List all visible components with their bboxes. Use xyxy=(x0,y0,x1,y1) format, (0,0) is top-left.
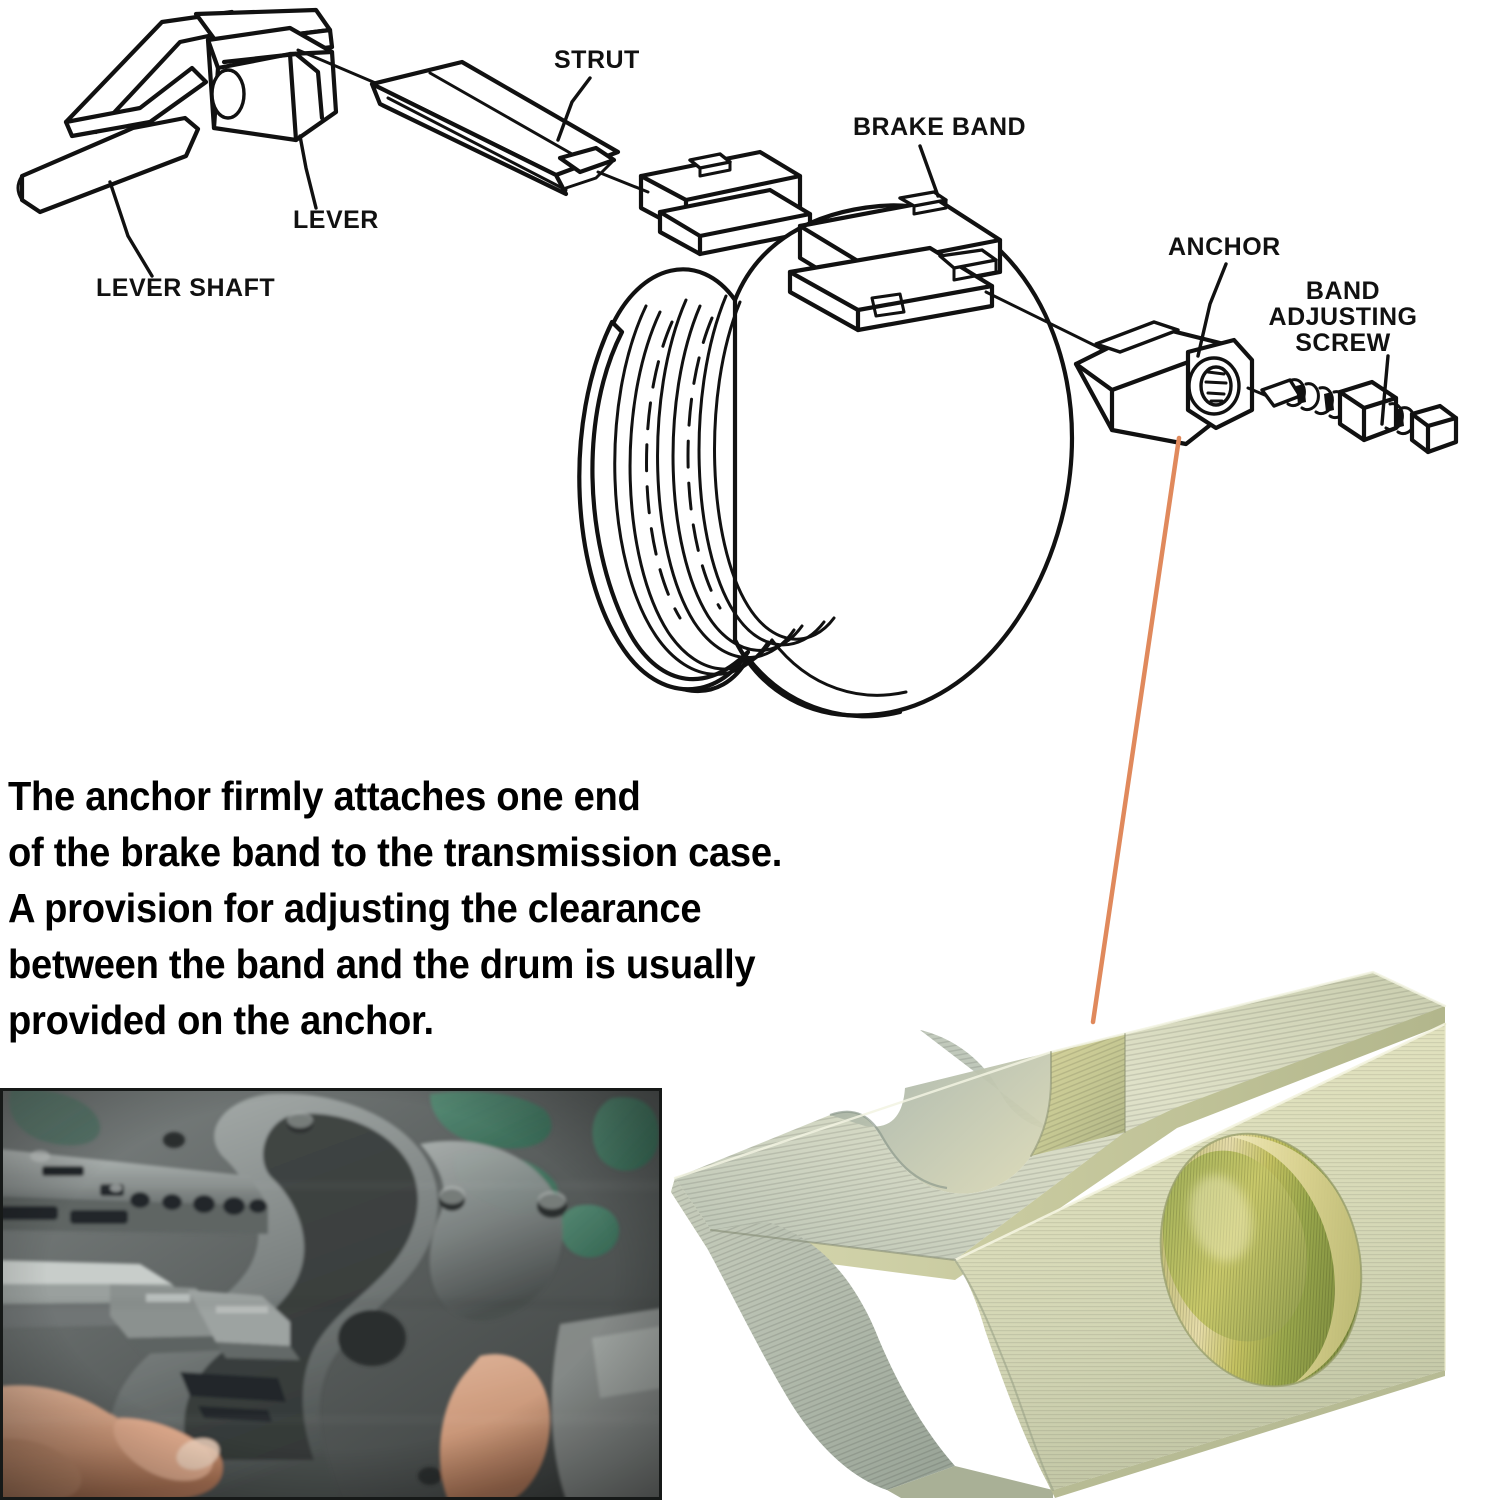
diagram-label-lever-shaft: LEVER SHAFT xyxy=(96,274,275,302)
diagram-label-band-3: SCREW xyxy=(1295,329,1391,357)
anchor-3d-render xyxy=(655,930,1491,1500)
anchor-part xyxy=(1073,320,1255,447)
strut-part xyxy=(369,59,621,197)
caption-text: The anchor firmly attaches one end of th… xyxy=(8,773,783,1043)
diagram-label-brake-band: BRAKE BAND xyxy=(853,113,1026,141)
diagram-label-anchor: ANCHOR xyxy=(1168,233,1281,261)
anchor-bottom-sliver xyxy=(887,1370,1445,1498)
transmission-case-photo xyxy=(0,1088,662,1500)
brake-band-exploded-diagram: STRUT BRAKE BAND LEVER LEVER SHAFT ANCHO… xyxy=(16,7,1459,719)
anchor-edge-highlights xyxy=(673,970,1447,1491)
lever-shaft-part xyxy=(16,115,201,215)
anchor-saddle-notch xyxy=(829,1052,1051,1194)
anchor-step-riser xyxy=(1031,1034,1125,1156)
lever-part xyxy=(63,7,339,143)
band-adjusting-screw-part xyxy=(1246,378,1459,455)
diagram-leader-lines xyxy=(108,76,1390,426)
diagram-label-band-1: BAND xyxy=(1306,277,1380,305)
anchor-bore-hole xyxy=(1159,1132,1363,1388)
brake-band-part xyxy=(577,203,1075,719)
diagram-label-band-2: ADJUSTING xyxy=(1269,303,1418,331)
band-apply-block xyxy=(638,149,813,257)
anchor-left-curved-side xyxy=(671,1178,955,1490)
diagram-label-strut: STRUT xyxy=(554,46,640,74)
diagram-label-lever: LEVER xyxy=(293,206,379,234)
brake-band-anchor-end-block xyxy=(787,190,1003,333)
